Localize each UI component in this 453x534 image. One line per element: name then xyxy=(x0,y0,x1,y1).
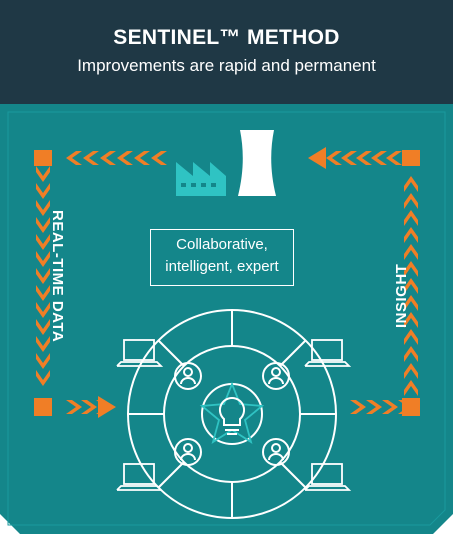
arrow-chevron xyxy=(404,193,418,209)
person-icons xyxy=(174,362,290,466)
arrow-chevron xyxy=(366,400,382,414)
arrow-chevron xyxy=(134,151,150,165)
arrow-chevron xyxy=(356,151,372,165)
arrow-chevron xyxy=(151,151,167,165)
real-time-data-label: REAL-TIME DATA xyxy=(49,210,66,343)
arrow-chevron xyxy=(36,183,50,199)
arrow-chevron xyxy=(404,295,418,311)
arrow-chevron xyxy=(117,151,133,165)
arrow-chevron xyxy=(404,278,418,294)
laptop-icon-top-right xyxy=(304,339,352,367)
person-icon-top-right xyxy=(262,362,290,390)
arrow-head xyxy=(308,147,326,169)
arrow-chevron xyxy=(371,151,387,165)
left-flow-arrow xyxy=(34,150,167,418)
panel-inner-border xyxy=(7,111,446,526)
arrow-chevron xyxy=(66,151,82,165)
arrow-chevron xyxy=(404,329,418,345)
arrow-chevron xyxy=(36,234,50,250)
arrow-chevron xyxy=(404,261,418,277)
arrow-chevron xyxy=(404,380,418,396)
insight-label: INSIGHT xyxy=(393,263,410,328)
arrow-chevron xyxy=(36,319,50,335)
right-flow-arrow xyxy=(308,147,420,416)
lightbulb-icon xyxy=(199,381,265,444)
center-label-box: Collaborative, intelligent, expert xyxy=(150,229,294,286)
arrow-chevron xyxy=(36,302,50,318)
center-label-line1: Collaborative, xyxy=(176,236,268,253)
person-icon-bottom-right xyxy=(262,438,290,466)
header-band xyxy=(0,0,453,104)
arrow-chevron xyxy=(36,217,50,233)
arrow-corner xyxy=(402,150,420,166)
laptop-icon-bottom-left xyxy=(116,463,164,491)
factory-icon xyxy=(176,130,276,196)
arrow-chevron xyxy=(350,400,366,414)
arrow-chevron xyxy=(36,370,50,386)
arrow-chevron xyxy=(81,400,97,414)
arrow-chevron xyxy=(83,151,99,165)
arrow-chevron xyxy=(341,151,357,165)
arrow-chevron xyxy=(36,166,50,182)
arrow-chevron xyxy=(404,363,418,379)
arrow-corner xyxy=(34,150,52,166)
arrow-chevron xyxy=(382,400,398,414)
center-label-line2: intelligent, expert xyxy=(165,258,279,275)
arrow-chevron xyxy=(404,244,418,260)
header: SENTINEL™ METHOD Improvements are rapid … xyxy=(0,0,453,104)
arrow-chevron xyxy=(326,151,342,165)
arrow-chevron xyxy=(36,336,50,352)
arrow-chevron xyxy=(404,176,418,192)
page-title: SENTINEL™ METHOD xyxy=(113,26,340,49)
page-subtitle: Improvements are rapid and permanent xyxy=(77,56,376,75)
arrow-chevron xyxy=(386,151,402,165)
laptop-icon-bottom-right xyxy=(304,463,352,491)
teal-panel xyxy=(0,104,453,534)
arrow-chevron xyxy=(36,251,50,267)
arrow-chevron xyxy=(404,346,418,362)
arrow-chevron xyxy=(404,210,418,226)
arrow-chevron xyxy=(404,312,418,328)
arrow-chevron xyxy=(66,400,82,414)
person-icon-bottom-left xyxy=(174,438,202,466)
arrow-chevron xyxy=(100,151,116,165)
arrow-chevron xyxy=(36,200,50,216)
laptop-icon-top-left xyxy=(116,339,164,367)
laptop-icons xyxy=(116,339,352,491)
arrow-chevron xyxy=(36,353,50,369)
person-icon-top-left xyxy=(174,362,202,390)
arrow-corner xyxy=(34,398,52,416)
arrow-chevron xyxy=(36,268,50,284)
arrow-chevron xyxy=(36,285,50,301)
arrow-head xyxy=(98,396,116,418)
arrow-chevron xyxy=(404,227,418,243)
arrow-corner xyxy=(402,398,420,416)
